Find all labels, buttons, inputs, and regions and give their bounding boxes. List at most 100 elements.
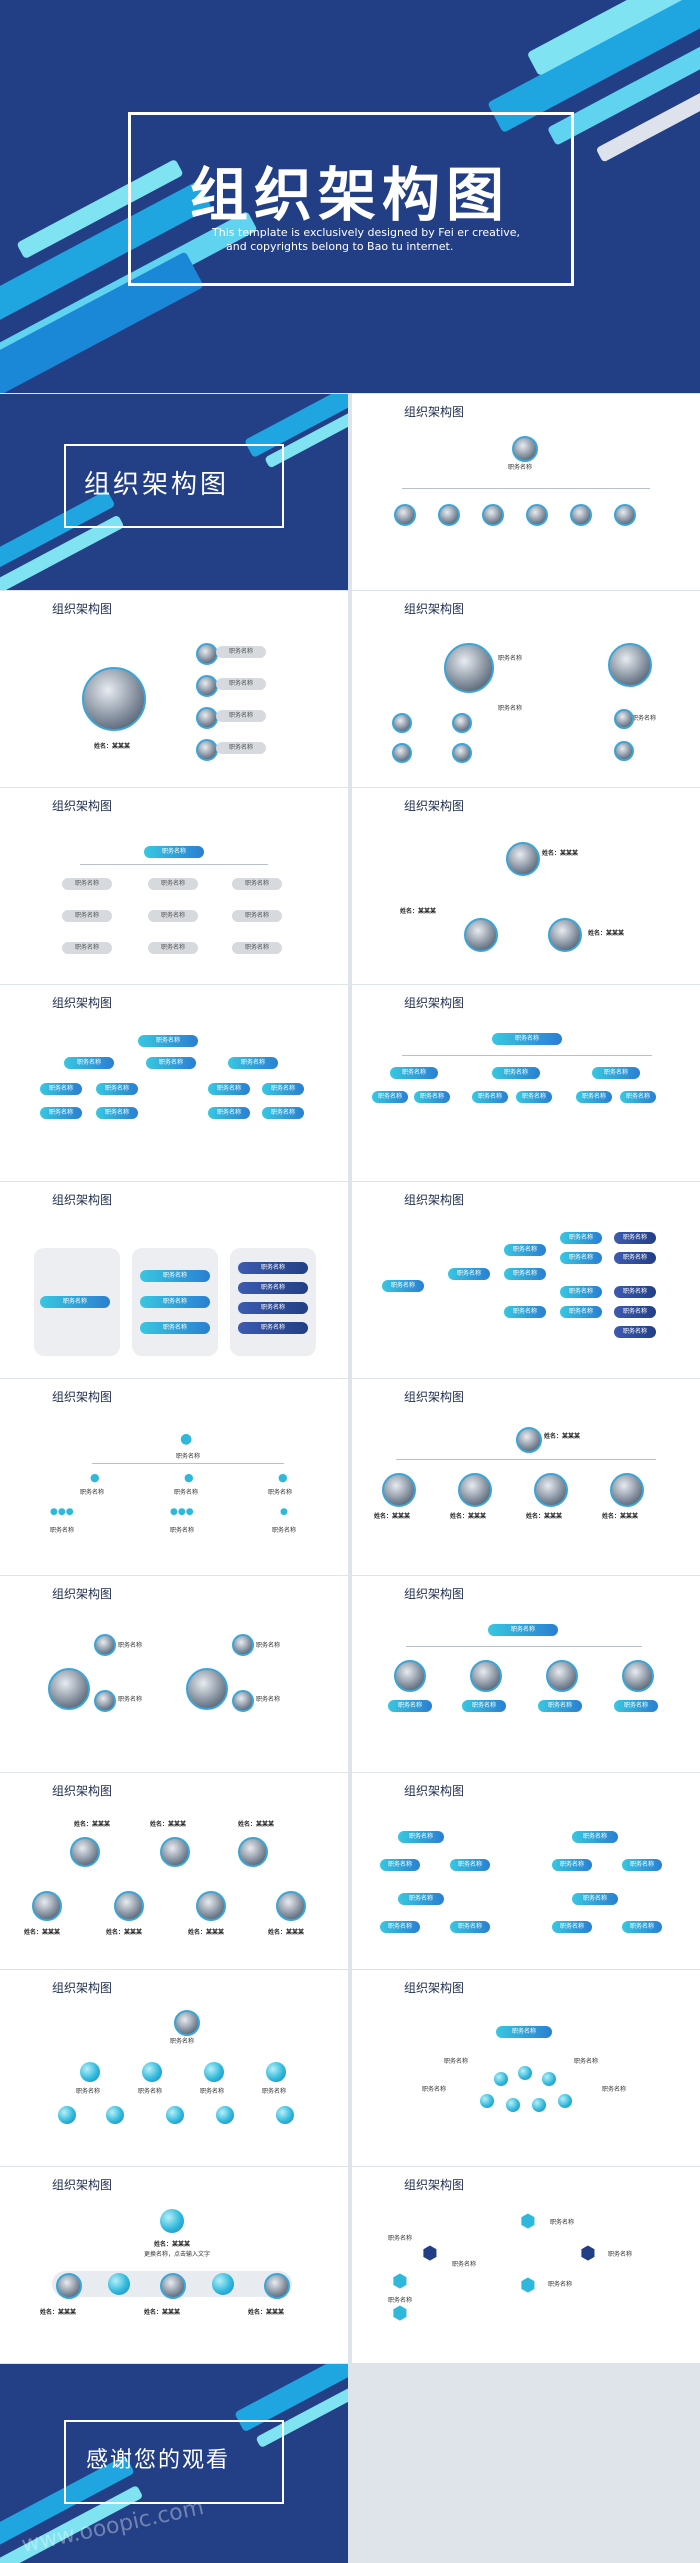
photo-circle [546,1660,578,1692]
hexagon-person-icon: ⬢ [520,2211,536,2232]
slide-title: 组织架构图 [52,1390,113,1404]
photo-circle [186,1668,228,1710]
slide-org-16[interactable]: 组织架构图 职务名称 职务名称 职务名称 职务名称 职务名称 [0,1970,348,2166]
role-pill: 职务名称 [148,942,198,954]
role-pill: 职务名称 [140,1322,210,1334]
connector [402,1055,652,1056]
slide-org-08[interactable]: 组织架构图 职务名称 职务名称 职务名称 职务名称 职务名称 职务名称 职务名称… [0,1182,348,1378]
photo-circle [70,1837,100,1867]
role-pill: 职务名称 [462,1700,506,1712]
role-label: 职务名称 [550,2219,575,2226]
photo-circle [48,1668,90,1710]
role-pill-top: 职务名称 [138,1035,198,1047]
person-name: 姓名：某某某 [544,1433,581,1440]
role-pill: 职务名称 [148,910,198,922]
slide-org-05[interactable]: 组织架构图 姓名：某某某 姓名：某某某 姓名：某某某 [352,788,700,984]
person-icon [160,2209,184,2233]
slide-org-03[interactable]: 组织架构图 职务名称 职务名称 职务名称 [352,591,700,787]
role-pill: 职务名称 [372,1091,408,1103]
slide-org-04[interactable]: 组织架构图 职务名称 职务名称 职务名称 职务名称 职务名称 职务名称 职务名称… [0,788,348,984]
role-label: 职务名称 [118,1696,143,1703]
role-pill: 职务名称 [504,1306,546,1318]
slide-org-18[interactable]: 组织架构图 姓名：某某某 更换名称，点击输入文字 姓名：某某某 姓名：某某某 姓… [0,2167,348,2363]
node-dot [494,2072,508,2086]
role-pill: 职务名称 [380,1859,420,1871]
slide-cover-small[interactable]: 组织架构图 [0,394,348,590]
role-pill: 职务名称 [232,910,282,922]
role-pill-top: 职务名称 [496,2026,552,2038]
photo-circle [622,1660,654,1692]
person-icon: ● [278,1471,288,1484]
photo-circle [174,2010,200,2036]
title-frame [128,112,574,286]
slide-org-09[interactable]: 组织架构图 职务名称 职务名称 职务名称 职务名称 职务名称 职务名称 职务名称… [352,1182,700,1378]
role-pill-top: 职务名称 [144,846,204,858]
person-name: 姓名：某某某 [248,2309,285,2316]
slide-org-19[interactable]: 组织架构图 ⬢ ⬢ ⬢ ⬢ ⬢ ⬢ 职务名称 职务名称 职务名称 职务名称 职务… [352,2167,700,2363]
slide-org-15[interactable]: 组织架构图 职务名称 职务名称 职务名称 职务名称 职务名称 职务名称 职务名称… [352,1773,700,1969]
slide-title: 组织架构图 [404,2178,465,2192]
role-pill: 职务名称 [232,942,282,954]
role-pill: 职务名称 [208,1083,250,1095]
slide-title: 组织架构图 [404,1784,465,1798]
slide-org-02[interactable]: 组织架构图 姓名：某某某 职务名称 职务名称 职务名称 职务名称 [0,591,348,787]
role-pill: 职务名称 [572,1831,618,1843]
slide-org-11[interactable]: 组织架构图 姓名：某某某 姓名：某某某 姓名：某某某 姓名：某某某 姓名：某某某 [352,1379,700,1575]
person-icon [80,2062,100,2082]
group-icon: ● [280,1507,288,1517]
photo-circle [114,1891,144,1921]
slide-org-17[interactable]: 组织架构图 职务名称 职务名称 职务名称 职务名称 职务名称 [352,1970,700,2166]
slide-org-10[interactable]: 组织架构图 ● 职务名称 ● ● ● 职务名称 职务名称 职务名称 ●●● ●●… [0,1379,348,1575]
person-icon [266,2062,286,2082]
role-pill: 职务名称 [560,1286,602,1298]
hero-title-slide: 组织架构图 This template is exclusively desig… [0,0,700,393]
slide-title: 组织架构图 [52,1193,113,1207]
photo-circle [438,504,460,526]
role-pill: 职务名称 [208,1107,250,1119]
role-label: 职务名称 [170,2038,195,2045]
person-name: 姓名：某某某 [268,1929,305,1936]
role-pill: 职务名称 [62,910,112,922]
role-label: 职务名称 [200,2088,225,2095]
title-frame [64,2420,284,2504]
photo-circle [56,2273,82,2299]
slide-ending[interactable]: 感谢您的观看 www.ooopic.com [0,2364,348,2563]
role-pill: 职务名称 [62,942,112,954]
role-pill: 职务名称 [40,1083,82,1095]
role-pill: 职务名称 [380,1921,420,1933]
role-pill: 职务名称 [140,1270,210,1282]
photo-circle [452,743,472,763]
person-icon [108,2273,130,2295]
role-pill: 职务名称 [560,1232,602,1244]
connector [80,864,268,865]
connector [406,1646,642,1647]
person-name: 姓名：某某某 [450,1513,487,1520]
slide-org-01[interactable]: 组织架构图 职务名称 [352,394,700,590]
role-pill: 职务名称 [140,1296,210,1308]
role-pill: 职务名称 [262,1107,304,1119]
person-icon [212,2273,234,2295]
slide-title: 组织架构图 [52,2178,113,2192]
slide-org-06[interactable]: 组织架构图 职务名称 职务名称 职务名称 职务名称 职务名称 职务名称 职务名称… [0,985,348,1181]
role-pill: 职务名称 [472,1091,508,1103]
role-pill: 职务名称 [64,1057,114,1069]
person-icon [276,2106,294,2124]
slide-org-07[interactable]: 组织架构图 职务名称 职务名称 职务名称 职务名称 职务名称 职务名称 职务名称… [352,985,700,1181]
role-pill: 职务名称 [216,710,266,722]
role-label: 职务名称 [256,1696,281,1703]
person-name: 姓名：某某某 [374,1513,411,1520]
slide-org-13[interactable]: 组织架构图 职务名称 职务名称 职务名称 职务名称 职务名称 [352,1576,700,1772]
role-label: 职务名称 [498,705,523,712]
role-pill: 职务名称 [216,646,266,658]
role-label: 职务名称 [268,1489,293,1496]
slide-org-14[interactable]: 组织架构图 姓名：某某某 姓名：某某某 姓名：某某某 姓名：某某某 姓名：某某某… [0,1773,348,1969]
slide-org-12[interactable]: 组织架构图 职务名称 职务名称 职务名称 职务名称 [0,1576,348,1772]
photo-circle [608,643,652,687]
photo-circle [570,504,592,526]
role-pill: 职务名称 [40,1296,110,1308]
slide-title: 组织架构图 [52,1981,113,1995]
hero-title: 组织架构图 [189,161,510,229]
cover-title: 组织架构图 [84,470,230,500]
slide-title: 组织架构图 [404,1193,465,1207]
node-dot [518,2066,532,2080]
